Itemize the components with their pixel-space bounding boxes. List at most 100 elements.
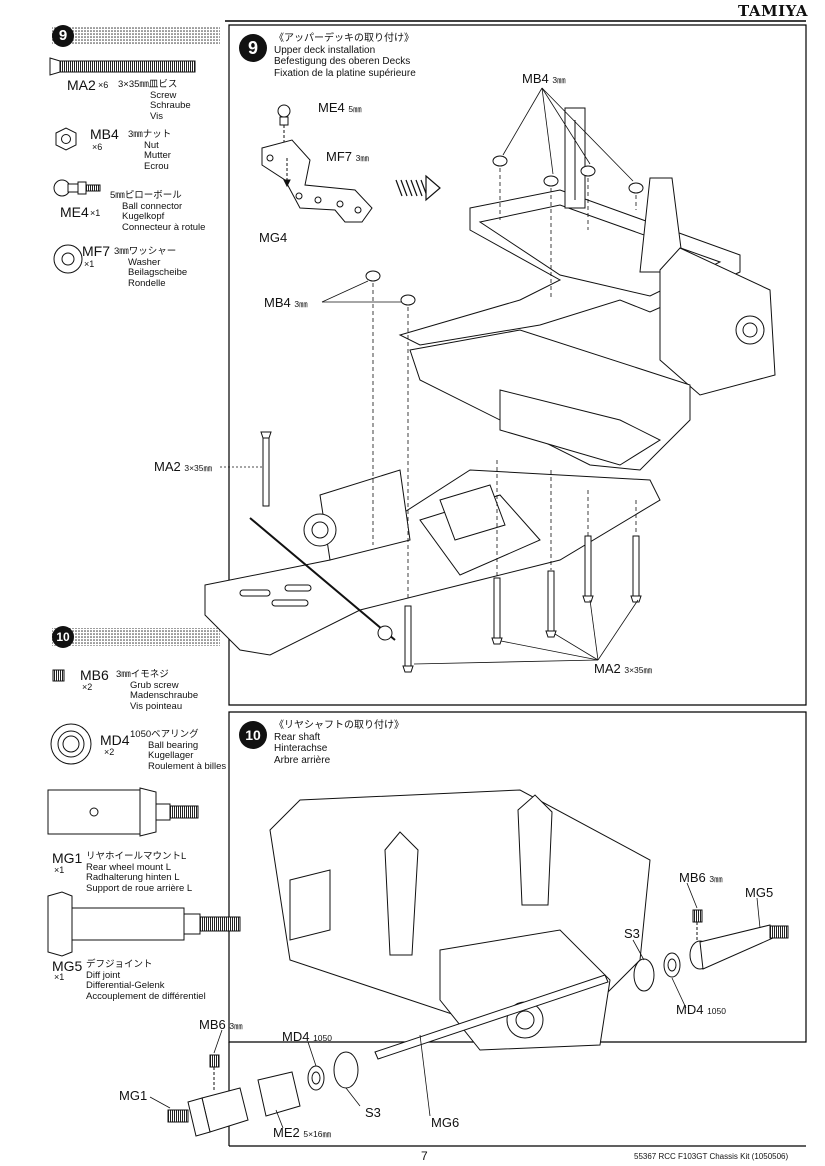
step9-badge-parts: 9 [52,25,74,47]
part-en: Ball bearing [148,739,199,751]
callout-mg4: MG4 [259,230,288,245]
part-size: 3㎜ナット [128,129,172,140]
part-size: 3㎜ワッシャー [114,246,177,257]
part-fr: Vis [150,110,164,122]
callout-mg6: MG6 [431,1115,460,1130]
callout-code: MD4 [676,1002,704,1017]
callout-code: MD4 [282,1029,310,1044]
callout-mg5: MG5 [745,885,774,900]
step10-parts-banner [52,628,220,646]
callout-s3-right: S3 [624,926,640,941]
part-code: MA2 [67,77,96,93]
part-en: Ball connector [122,200,183,212]
part-en: Nut [144,139,159,151]
part-en: Rear wheel mount L [86,861,172,873]
mb6-grub-drawing [53,670,64,681]
part-code: MD4 [100,732,130,748]
me4-ball-connector-drawing [54,180,100,196]
mg6-shaft [375,975,608,1059]
part-fr: Roulement à billes [148,760,227,772]
step10-badge: 10 [239,721,267,749]
step10-leaders [150,883,760,1128]
callout-code: MB4 [522,71,549,86]
part-desc: 3㎜ワッシャー Washer Beilagscheibe Rondelle [114,246,188,289]
part-fr: Ecrou [144,160,169,172]
step9-number-main: 9 [247,38,258,58]
kit-code: 55367 RCC F103GT Chassis Kit (1050506) [634,1152,789,1161]
callout-mb6-right: MB6 3㎜ [679,871,723,885]
callout-ma2-left: MA2 3×35㎜ [154,460,212,474]
part-code: MG5 [52,958,83,974]
step9-badge: 9 [239,34,267,62]
part-size: リヤホイールマウントL [86,851,187,862]
callout-mb4-top: MB4 3㎜ [522,72,566,86]
callout-code: MA2 [594,661,621,676]
part-size: デフジョイント [86,959,153,970]
mb4-nut-drawing [56,128,76,150]
callout-code: MB6 [199,1017,226,1032]
step10-title-jp: 《リヤシャフトの取り付け》 [274,720,404,731]
mb4-leaders [322,88,633,302]
part-code: ME4 [60,204,89,220]
mg5-diffjoint-drawing [48,892,240,956]
part-fr: Support de roue arrière L [86,882,193,894]
part-de: Beilagscheibe [128,267,188,278]
part-desc: デフジョイント Diff joint Differential-Gelenk A… [86,959,206,1002]
part-desc: 1050ベアリング Ball bearing Kugellager Roulem… [130,729,227,772]
part-de: Differential-Gelenk [86,980,165,991]
part-desc: 3×35㎜皿ビス Screw Schraube Vis [118,79,191,122]
callout-me4: ME4 5㎜ [318,101,362,115]
callout-size: 5㎜ [348,104,362,114]
callout-code: MB6 [679,870,706,885]
part-size: 1050ベアリング [130,729,199,740]
part-qty: ×6 [98,80,109,90]
part-fr: Connecteur à rotule [122,221,206,233]
step10-badge-parts: 10 [52,626,74,648]
callout-size: 3㎜ [709,874,723,884]
md4-bearing-drawing [51,724,91,764]
callout-size: 3㎜ [229,1021,243,1031]
part-size: 3×35㎜皿ビス [118,79,178,90]
step9-title-jp: 《アッパーデッキの取り付け》 [274,33,414,44]
callout-code: MF7 [326,149,352,164]
page-number: 7 [421,1149,428,1163]
mf7-washer-drawing [54,245,82,273]
callout-size: 3㎜ [552,75,566,85]
step9-number: 9 [58,27,68,44]
step10-title-de: Hinterachse [274,743,328,754]
step10-chassis [270,790,650,1050]
step9-nuts [366,156,643,305]
callout-code: MA2 [154,459,181,474]
part-fr: Vis pointeau [130,700,183,712]
part-desc: リヤホイールマウントL Rear wheel mount L Radhalter… [86,851,193,894]
part-de: Radhalterung hinten L [86,872,180,883]
step10-left-parts [168,1052,358,1136]
part-size: 5㎜ピローボール [110,190,182,201]
step9-frame [229,25,806,705]
step9-title-de: Befestigung des oberen Decks [274,56,411,67]
step10-title-fr: Arbre arrière [274,754,331,766]
callout-size: 1050 [313,1033,332,1043]
step10-title-en: Rear shaft [274,731,321,743]
part-qty: ×1 [54,972,65,982]
callout-code: MB4 [264,295,291,310]
callout-size: 3㎜ [355,153,369,163]
callout-md4-left: MD4 1050 [282,1030,332,1044]
step9-title-en: Upper deck installation [274,44,376,56]
callout-size: 5×16㎜ [303,1129,332,1139]
part-code: MG1 [52,850,83,866]
step9-chassis [205,108,775,655]
part-en: Diff joint [86,969,121,981]
step9-parts-banner [52,27,220,45]
step10-number: 10 [56,630,70,644]
part-qty: ×2 [104,747,115,757]
callout-size: 3×35㎜ [184,463,213,473]
step10-title: 《リヤシャフトの取り付け》 Rear shaft Hinterachse Arb… [274,720,404,766]
part-qty: ×1 [54,865,65,875]
mg1-mount-drawing [48,788,198,836]
callout-size: 3×35㎜ [624,665,653,675]
part-en: Screw [150,89,177,101]
part-code: MB4 [90,126,119,142]
step9-title: 《アッパーデッキの取り付け》 Upper deck installation B… [274,33,416,79]
